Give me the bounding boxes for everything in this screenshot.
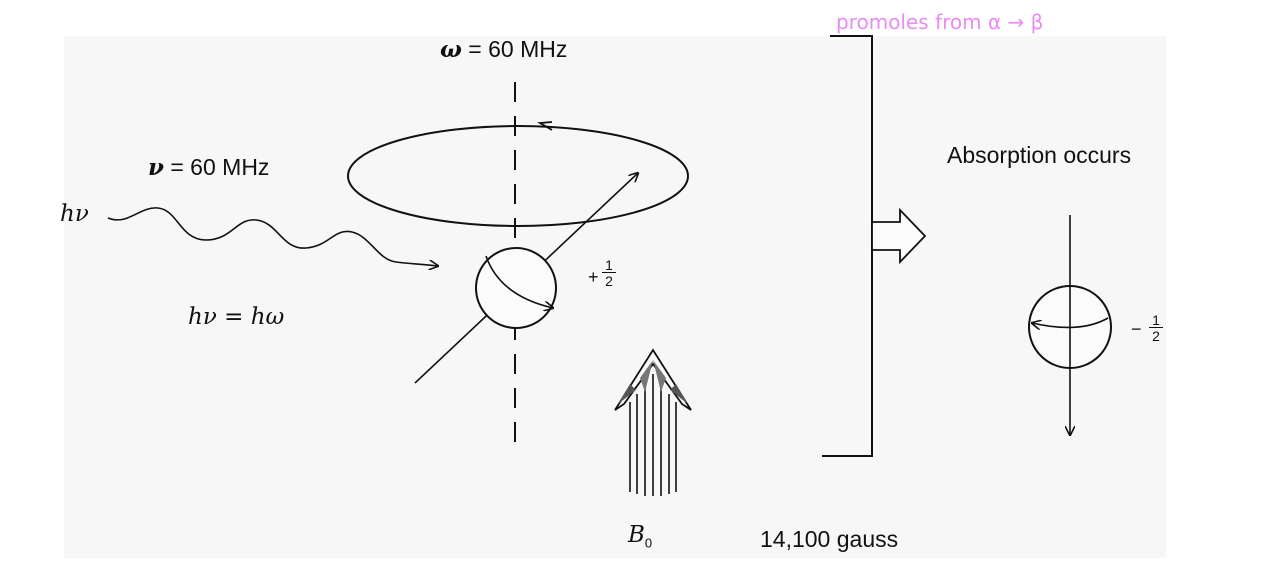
photon-energy-label: hν — [60, 201, 89, 227]
handwritten-annotation: promoles from α → β — [836, 10, 1044, 34]
field-strength-label: 14,100 gauss — [760, 526, 899, 552]
spin-down-sign: − — [1131, 319, 1142, 339]
nu-value: = 60 MHz — [170, 154, 270, 180]
field-arrow — [614, 348, 692, 496]
transition-bracket — [822, 35, 873, 457]
resonance-equation: hν = hω — [188, 304, 285, 330]
field-symbol: B — [628, 522, 645, 548]
radiofrequency-wave — [107, 207, 438, 266]
spin-up-denominator: 2 — [602, 272, 616, 288]
omega-value: = 60 MHz — [468, 36, 568, 62]
nu-label: ν = 60 MHz — [148, 154, 270, 181]
spin-up-fraction: 1 2 — [602, 258, 616, 288]
field-label: B0 — [628, 524, 652, 550]
spin-up-numerator: 1 — [605, 257, 613, 273]
spin-up-sign: + — [588, 267, 599, 287]
field-subscript: 0 — [644, 535, 653, 551]
spin-down-numerator: 1 — [1152, 312, 1160, 328]
spin-up-rotation-arrow — [485, 255, 553, 308]
orbit-direction-arrow — [537, 121, 553, 131]
figure-panel — [64, 36, 1166, 558]
precession-orbit — [347, 125, 689, 227]
omega-symbol: ω — [440, 36, 462, 63]
omega-label: ω = 60 MHz — [440, 36, 568, 63]
transition-arrow — [871, 207, 927, 265]
spin-down-fraction: 1 2 — [1149, 313, 1163, 343]
nucleus-spin-up — [475, 247, 557, 329]
nu-symbol: ν — [148, 154, 164, 181]
spin-down-rotation-arrow — [1032, 317, 1109, 327]
absorption-label: Absorption occurs — [947, 142, 1132, 168]
spin-down-denominator: 2 — [1149, 327, 1163, 343]
